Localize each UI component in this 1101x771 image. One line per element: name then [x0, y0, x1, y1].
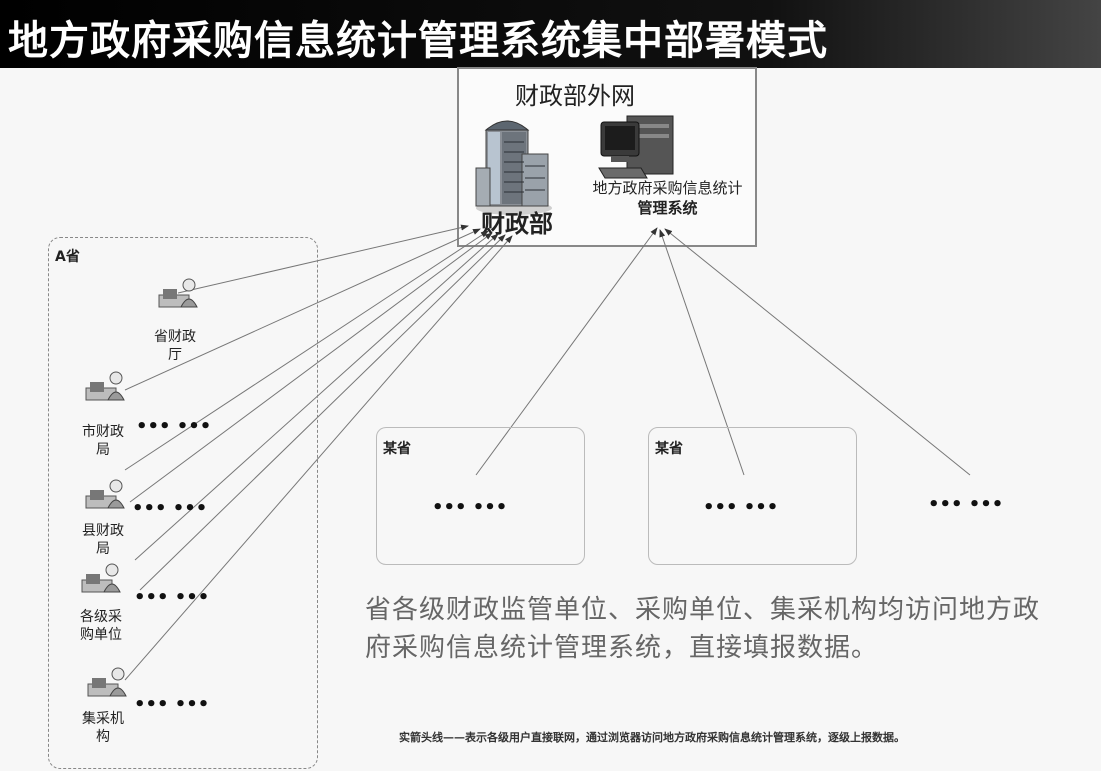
province-label: 某省: [383, 441, 411, 457]
ellipsis-dots: ••• •••: [136, 416, 212, 437]
link-line: [124, 228, 481, 391]
link-line: [124, 230, 489, 471]
user-workstation-icon: [158, 278, 198, 308]
link-line: [139, 234, 506, 591]
user-workstation-icon: [81, 563, 121, 593]
user-workstation-icon: [85, 371, 125, 401]
building-icon: [475, 120, 552, 215]
province-box: [376, 427, 585, 565]
province-a-box: [48, 237, 318, 769]
legend-note: 实箭头线——表示各级用户直接联网，通过浏览器访问地方政府采购信息统计管理系统，逐…: [399, 731, 905, 744]
link-line: [134, 233, 499, 561]
province-a-label: A省: [55, 249, 80, 265]
system-label: 地方政府采购信息统计 管理系统: [560, 178, 775, 218]
node-label: 县财政局: [82, 523, 124, 557]
system-label-line1: 地方政府采购信息统计: [592, 179, 743, 197]
ellipsis-dots: ••• •••: [432, 497, 508, 518]
node-label: 省财政厅: [154, 329, 196, 363]
ellipsis-dots: ••• •••: [928, 494, 1004, 515]
system-label-line2: 管理系统: [637, 199, 698, 217]
ellipsis-dots: ••• •••: [703, 497, 779, 518]
link-line: [659, 229, 745, 476]
link-line: [177, 224, 469, 294]
ellipsis-dots: ••• •••: [134, 587, 210, 608]
link-line: [129, 232, 493, 503]
node-label: 各级采购单位: [80, 609, 122, 643]
user-workstation-icon: [87, 667, 127, 697]
ministry-label: 财政部: [481, 209, 553, 238]
link-line: [664, 228, 971, 476]
page-title: 地方政府采购信息统计管理系统集中部署模式: [8, 18, 828, 64]
node-label: 市财政局: [82, 424, 124, 458]
ellipsis-dots: ••• •••: [132, 498, 208, 519]
node-label: 集采机构: [82, 711, 124, 745]
province-box: [648, 427, 857, 565]
ellipsis-dots: ••• •••: [134, 694, 210, 715]
computer-icon: [598, 115, 674, 179]
link-line: [475, 227, 658, 476]
province-label: 某省: [655, 441, 683, 457]
mof-extranet-title: 财政部外网: [515, 82, 635, 110]
description-text: 省各级财政监管单位、采购单位、集采机构均访问地方政府采购信息统计管理系统，直接填…: [365, 595, 1041, 663]
link-line: [124, 235, 513, 681]
title-bar: 地方政府采购信息统计管理系统集中部署模式: [0, 0, 1101, 68]
user-workstation-icon: [85, 479, 125, 509]
